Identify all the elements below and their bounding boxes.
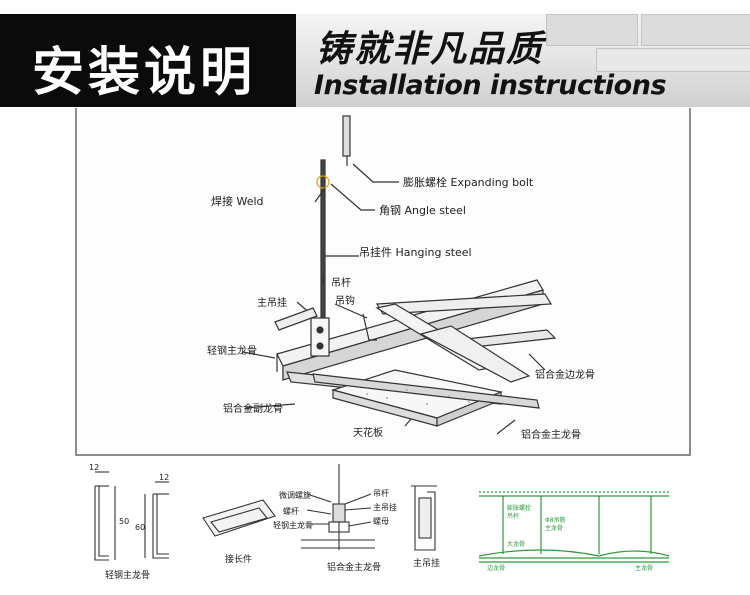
hanger-bracket [414, 486, 436, 551]
main-hanger-bracket [310, 317, 330, 357]
slogan: 铸就非凡品质 [316, 29, 545, 70]
caption-connector: 接长件 [225, 553, 252, 565]
dim-top-1: 12 [89, 463, 99, 472]
weld-mark [316, 175, 330, 189]
elev-label-g: 主龙骨 [635, 564, 653, 572]
label-screw: 螺杆 [283, 506, 299, 516]
label-main-hanger: 主吊挂 [257, 296, 287, 309]
ceiling-tile [546, 14, 638, 46]
elev-label-d: 主龙骨 [545, 524, 563, 532]
label-section-keel: 轻钢主龙骨 [273, 520, 313, 530]
page-title: 安装说明 [32, 43, 257, 103]
label-hook: 吊钩 [335, 295, 355, 307]
label-adjust-screw: 微调螺旋 [279, 490, 311, 500]
label-rod: 吊杆 [331, 277, 351, 289]
label-expanding-bolt: 膨胀螺栓 Expanding bolt [403, 175, 534, 189]
label-hanging-steel: 吊挂件 Hanging steel [359, 245, 472, 259]
ceiling-tile [596, 48, 750, 72]
subtitle: Installation instructions [314, 70, 667, 101]
expanding-bolt [342, 115, 351, 157]
dim-height-2: 60 [135, 523, 145, 532]
elevation-drawing [478, 491, 670, 563]
caption-section: 铝合金主龙骨 [327, 561, 381, 573]
label-aluminum-sub-keel: 铝合金副龙骨 [223, 402, 283, 415]
dim-height-1: 50 [119, 517, 129, 526]
elev-label-e: 大龙骨 [507, 540, 525, 548]
label-weld: 焊接 Weld [211, 194, 264, 208]
detail-drawings: 12 12 50 60 轻钢主龙骨 接长件 微调螺旋 螺杆 轻钢主龙骨 吊杆 主… [89, 463, 670, 581]
header-banner: 铸就非凡品质 Installation instructions [296, 14, 750, 107]
connector-piece [202, 499, 276, 537]
keel-profile-1 [94, 486, 109, 561]
dim-top-2: 12 [159, 473, 169, 482]
label-section-hanger: 主吊挂 [373, 502, 397, 512]
caption-profile: 轻钢主龙骨 [105, 569, 150, 581]
elev-label-f: 边龙骨 [487, 564, 505, 572]
elev-label-a: 膨胀螺栓 [507, 504, 531, 512]
label-light-steel-main-keel: 轻钢主龙骨 [207, 344, 257, 357]
hanging-rod [320, 159, 326, 329]
aluminum-main-keel [312, 373, 540, 409]
label-section-nut: 螺母 [373, 516, 389, 526]
elev-label-b: 吊杆 [507, 512, 519, 520]
label-ceiling-board: 天花板 [353, 426, 383, 439]
header-title-block: 安装说明 [0, 14, 296, 107]
hook [362, 313, 377, 341]
caption-bracket: 主吊挂 [413, 557, 440, 569]
label-aluminum-edge-keel: 铝合金边龙骨 [535, 368, 595, 381]
keel-profile-2 [152, 494, 169, 559]
installation-diagram: 膨胀螺栓 Expanding bolt 焊接 Weld 角钢 Angle ste… [207, 115, 595, 441]
installation-diagram-frame: 膨胀螺栓 Expanding bolt 焊接 Weld 角钢 Angle ste… [75, 108, 691, 456]
elev-label-c: Φ8吊筋 [545, 516, 566, 524]
label-aluminum-main-keel: 铝合金主龙骨 [521, 428, 581, 441]
label-section-rod: 吊杆 [373, 488, 389, 498]
ceiling-tile [641, 14, 750, 46]
label-angle-steel: 角钢 Angle steel [379, 204, 466, 217]
